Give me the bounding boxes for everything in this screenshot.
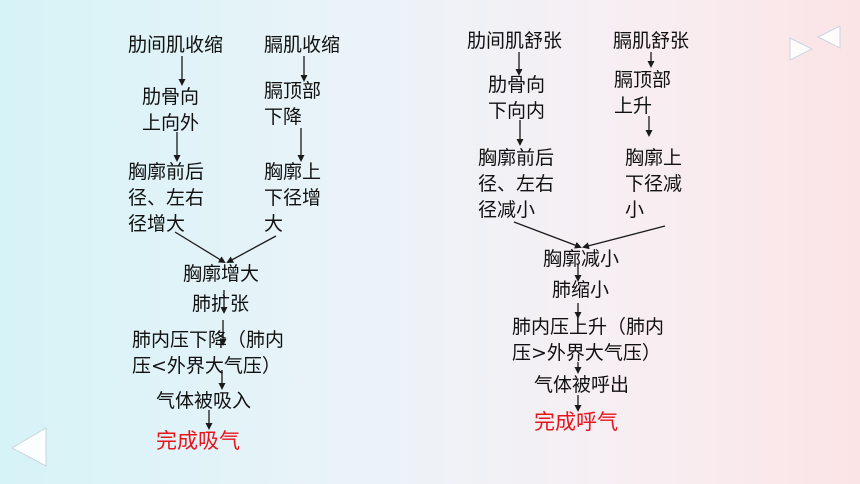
node-diaphragm-dome-down: 膈顶部 下降 (264, 80, 322, 128)
node-diaphragm-contract: 膈肌收缩 (264, 34, 341, 56)
node-thorax-reduced: 胸廓减小 (543, 248, 620, 270)
node-diaphragm-relax: 膈肌舒张 (613, 30, 690, 52)
node-pressure-rise: 肺内压上升（肺内 压>外界大气压） (512, 316, 665, 364)
node-lung-expand: 肺扩张 (192, 293, 250, 315)
play-left-icon (10, 427, 47, 467)
node-ribs-up-out: 肋骨向 上向外 (142, 86, 200, 134)
node-thorax-ap-lr-increase: 胸廓前后 径、左右 径增大 (128, 161, 205, 235)
play-left-icon (816, 25, 841, 49)
node-inhalation-complete: 完成吸气 (156, 429, 240, 453)
node-thorax-enlarged: 胸廓增大 (183, 263, 260, 285)
node-intercostal-contract: 肋间肌收缩 (128, 34, 224, 56)
node-pressure-drop: 肺内压下降（肺内 压<外界大气压） (132, 329, 285, 377)
node-exhalation-complete: 完成呼气 (534, 410, 618, 434)
node-diaphragm-dome-up: 膈顶部 上升 (614, 69, 672, 117)
node-air-inhaled: 气体被吸入 (156, 390, 252, 412)
node-air-exhaled: 气体被呼出 (534, 374, 630, 396)
node-thorax-vertical-increase: 胸廓上 下径增 大 (264, 161, 322, 235)
play-right-icon (789, 37, 814, 61)
node-ribs-down-in: 肋骨向 下向内 (488, 74, 546, 122)
node-thorax-ap-lr-decrease: 胸廓前后 径、左右 径减小 (478, 147, 555, 221)
node-lung-shrink: 肺缩小 (552, 279, 610, 301)
node-thorax-vertical-decrease: 胸廓上 下径减 小 (625, 147, 683, 221)
node-intercostal-relax: 肋间肌舒张 (467, 30, 563, 52)
